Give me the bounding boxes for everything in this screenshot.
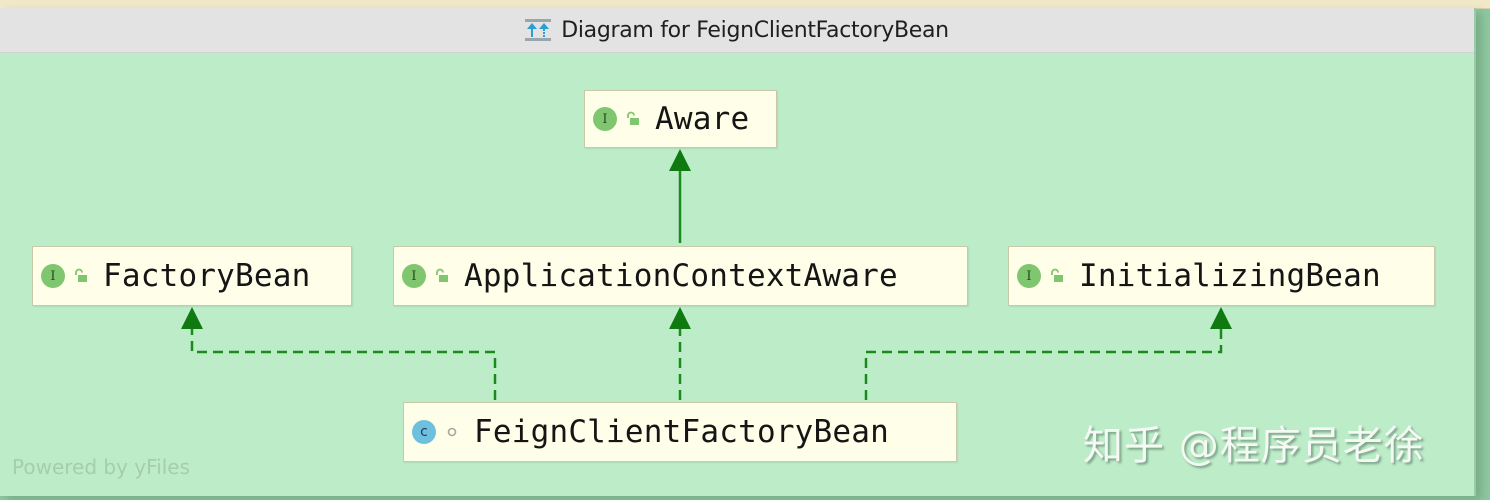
interface-badge-icon: I xyxy=(41,264,65,288)
interface-badge-icon: I xyxy=(402,264,426,288)
interface-badge-icon: I xyxy=(593,107,617,131)
edge-appctxaware-to-aware[interactable] xyxy=(669,149,691,243)
public-lock-icon xyxy=(627,111,639,125)
node-applicationcontextaware[interactable]: I ApplicationContextAware xyxy=(393,246,968,306)
public-lock-icon xyxy=(436,268,448,282)
watermark: 知乎 @程序员老徐 xyxy=(1083,423,1425,469)
node-label: ApplicationContextAware xyxy=(464,258,898,294)
title-bar: Diagram for FeignClientFactoryBean xyxy=(0,8,1474,53)
diagram-title: Diagram for FeignClientFactoryBean xyxy=(561,17,949,43)
node-label: FeignClientFactoryBean xyxy=(474,414,889,450)
powered-by-yfiles: Powered by yFiles xyxy=(12,455,190,479)
node-initializingbean[interactable]: I InitializingBean xyxy=(1008,246,1435,306)
node-aware[interactable]: I Aware xyxy=(584,90,777,148)
edge-feign-to-factorybean[interactable] xyxy=(181,307,497,400)
edge-feign-to-appctxaware[interactable] xyxy=(669,307,691,400)
diagram-canvas[interactable]: I Aware I FactoryBean I ApplicationConte… xyxy=(0,53,1474,496)
public-lock-icon xyxy=(1051,268,1063,282)
node-label: InitializingBean xyxy=(1079,258,1381,294)
edge-feign-to-initbean[interactable] xyxy=(864,307,1232,400)
class-badge-icon: c xyxy=(412,420,436,444)
node-label: Aware xyxy=(655,101,750,137)
public-lock-icon xyxy=(75,268,87,282)
node-feignclientfactorybean[interactable]: c FeignClientFactoryBean xyxy=(403,402,957,462)
diagram-window: Diagram for FeignClientFactoryBean xyxy=(0,8,1476,496)
class-hierarchy-diagram-icon xyxy=(525,19,552,41)
package-private-visibility-icon xyxy=(447,427,457,437)
interface-badge-icon: I xyxy=(1017,264,1041,288)
node-label: FactoryBean xyxy=(103,258,311,294)
node-factorybean[interactable]: I FactoryBean xyxy=(32,246,352,306)
